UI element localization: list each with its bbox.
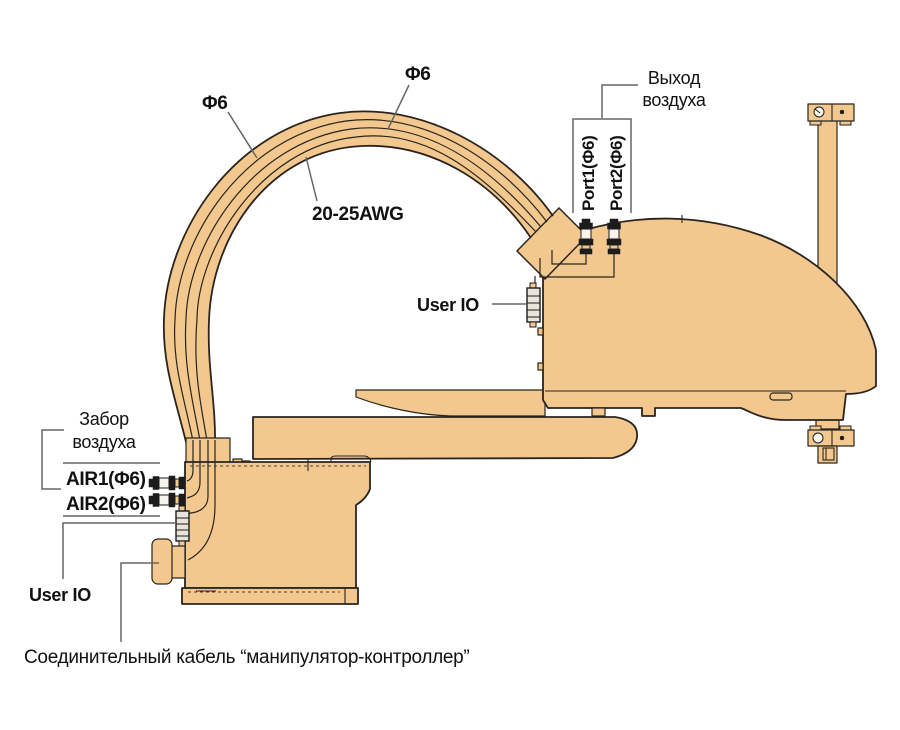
arm2-foot-tab [591, 407, 606, 417]
callout-texts: Φ6 Φ6 20-25AWG Выход воздуха Port1(Φ6) P… [24, 64, 707, 668]
fitting-barrel [158, 494, 170, 506]
base-cable-route [187, 440, 216, 561]
leader-phi6-left [227, 111, 258, 159]
fitting-mid [581, 244, 591, 250]
leader-air-intake [41, 429, 64, 490]
connector-pin-bottom [178, 540, 186, 547]
fitting-hex [607, 222, 621, 230]
fitting-cap [148, 478, 154, 488]
leader-phi6-top [387, 84, 410, 130]
label-cable: Соединительный кабель “манипулятор-контр… [24, 647, 469, 668]
arm-user-io-connector [526, 282, 541, 328]
label-port2: Port2(Φ6) [607, 136, 626, 212]
fitting-barrel [580, 228, 592, 240]
clamp-hole-bottom [812, 432, 824, 444]
bundle-inner-edge [207, 145, 532, 447]
fitting-nut [579, 248, 593, 255]
bundle-outer-edge [162, 110, 554, 447]
fitting-nut [178, 493, 186, 507]
fitting-ring [168, 492, 176, 508]
arm2-pneumatic [526, 218, 622, 328]
air2-fitting [148, 492, 186, 508]
label-awg: 20-25AWG [312, 204, 404, 225]
label-user-io-base: User IO [29, 585, 91, 605]
arm2-edge-bump-2 [537, 362, 544, 371]
fitting-cap [148, 495, 154, 505]
arm1-slab [252, 416, 638, 460]
fitting-ring [168, 475, 176, 491]
label-air-outlet-line2: воздуха [642, 90, 707, 110]
cable-connector-collar [170, 545, 186, 579]
connector-pin-top [529, 282, 537, 289]
arm-link-1 [252, 389, 638, 460]
fitting-mid [174, 495, 180, 505]
power-cable-connector [151, 538, 186, 585]
label-air-outlet-line1: Выход [648, 68, 701, 88]
leader-awg [305, 156, 318, 202]
fitting-ring [578, 238, 594, 246]
fitting-cap [609, 218, 619, 224]
fitting-mid [609, 244, 619, 250]
fitting-mid [174, 478, 180, 488]
connector-pin-top [178, 505, 186, 512]
fitting-barrel [158, 477, 170, 489]
leader-cable [120, 562, 159, 642]
joint-cover [355, 389, 546, 417]
label-air-intake-line1: Забор [79, 409, 129, 429]
port2-air-fitting [606, 218, 622, 255]
port1-air-fitting [578, 218, 594, 255]
air1-tube-route [186, 440, 194, 482]
air1-fitting [148, 475, 186, 491]
label-air2: AIR2(Φ6) [66, 494, 146, 515]
clamp-screw-top [839, 109, 845, 115]
fitting-ring [606, 238, 622, 246]
port-label-box [572, 118, 632, 213]
shaft-stub-detail [822, 447, 835, 461]
label-air-intake-line2: воздуха [72, 432, 137, 452]
fitting-hex [152, 476, 160, 490]
bundle-strip-3 [195, 135, 537, 447]
fitting-nut [607, 248, 621, 255]
base-lip-detail [330, 455, 372, 463]
base-body [184, 461, 371, 589]
arm2-edge-bump-1 [537, 327, 544, 336]
callout-lines [41, 84, 638, 642]
leader-air-outlet [601, 84, 638, 118]
label-phi6-left: Φ6 [202, 93, 228, 114]
label-user-io-arm: User IO [417, 295, 479, 315]
fitting-hex [579, 222, 593, 230]
port2-tube-route [539, 248, 615, 278]
base-flange [181, 587, 359, 605]
base-user-io-route [185, 440, 209, 515]
leader-user-io-base [62, 522, 176, 579]
fitting-barrel [608, 228, 620, 240]
label-phi6-top: Φ6 [405, 64, 431, 85]
base-user-io-connector [175, 505, 190, 547]
label-port1: Port1(Φ6) [579, 136, 598, 212]
cable-bundle-arc [162, 110, 588, 447]
clamp-notch-top [814, 108, 821, 114]
fitting-cap [581, 218, 591, 224]
air2-tube-route [186, 440, 201, 499]
connector-pin-bottom [529, 321, 537, 328]
base-unit [148, 437, 372, 605]
arm2-notch-detail [769, 392, 793, 401]
fitting-nut [178, 476, 186, 490]
bundle-strip-2 [184, 127, 542, 447]
cable-connector-cap [151, 538, 173, 585]
label-air1: AIR1(Φ6) [66, 469, 146, 490]
fitting-hex [152, 493, 160, 507]
port1-tube-route [551, 248, 587, 265]
bundle-strip-1 [173, 119, 548, 447]
clamp-screw-bottom [839, 435, 845, 441]
